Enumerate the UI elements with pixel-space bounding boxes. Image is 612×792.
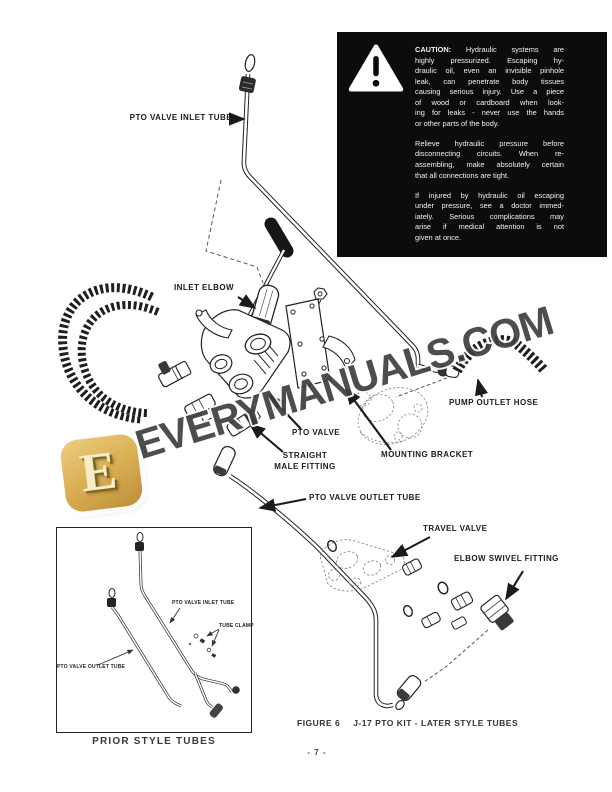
- label-pointers: [228, 112, 524, 601]
- warning-triangle-icon: [348, 44, 404, 92]
- elbow-swivel-fitting-art: [423, 594, 514, 683]
- inset-drawing: [97, 532, 240, 718]
- watermark-logo-letter: E: [76, 439, 120, 504]
- caution-line: ing for leaks - never use the hands: [415, 108, 564, 118]
- mounting-bracket-art: [285, 298, 356, 389]
- caution-line: disconnecting circuits. When re-: [415, 149, 564, 159]
- page-number: - 7 -: [307, 748, 327, 757]
- figure-title: J-17 PTO KIT - LATER STYLE TUBES: [353, 718, 519, 728]
- label-pto-valve-outlet-tube: PTO VALVE OUTLET TUBE: [309, 493, 421, 502]
- inset-caption: PRIOR STYLE TUBES: [92, 736, 216, 747]
- caution-line: draulic oil, even an invisible pinhole: [415, 66, 564, 76]
- caution-line: or other parts of the body.: [415, 118, 500, 128]
- caution-line: of wood or cardboard when look-: [415, 97, 564, 107]
- caution-line: highly pressurized. Escaping hy-: [415, 55, 564, 65]
- caution-line: assembling, make absolutely certain: [415, 159, 564, 169]
- caution-line: under pressure, see a doctor immed-: [415, 201, 564, 211]
- caution-line: that all connections are tight.: [415, 170, 510, 180]
- caution-line: iately. Serious complications may: [415, 211, 564, 221]
- coiled-hose: [58, 283, 160, 456]
- inset-label-inlet-tube: PTO VALVE INLET TUBE: [172, 600, 235, 606]
- label-straight-male-fitting: STRAIGHT MALE FITTING: [274, 451, 336, 471]
- label-mounting-bracket: MOUNTING BRACKET: [381, 450, 474, 459]
- label-pto-valve-inlet-tube: PTO VALVE INLET TUBE: [129, 113, 232, 122]
- inset-label-tube-clamp: TUBE CLAMP: [219, 623, 254, 629]
- caution-line: causing serious injury. Use a piece: [415, 87, 564, 97]
- label-pump-outlet-hose: PUMP OUTLET HOSE: [449, 398, 539, 407]
- caution-line: CAUTION: Hydraulic systems are: [415, 45, 564, 54]
- caution-line: arise if medical attention is not: [415, 222, 564, 232]
- pto-valve-inlet-tube-art: [238, 54, 421, 368]
- figure-caption: FIGURE 6 J-17 PTO KIT - LATER STYLE TUBES: [297, 718, 518, 728]
- watermark-logo: E: [58, 432, 145, 514]
- figure-label: FIGURE 6: [297, 718, 341, 728]
- alignment-dashes: [205, 179, 264, 284]
- fittings-cluster: [158, 360, 262, 437]
- inset-label-outlet-tube: PTO VALVE OUTLET TUBE: [57, 664, 126, 670]
- inset-box: [56, 527, 252, 733]
- label-inlet-elbow: INLET ELBOW: [174, 283, 235, 292]
- label-travel-valve: TRAVEL VALVE: [423, 524, 488, 533]
- caution-line: Relieve hydraulic pressure before: [415, 138, 564, 148]
- caution-line: leak, can penetrate body tissues: [415, 76, 564, 86]
- pump-outlet-hose-art: [395, 335, 548, 398]
- travel-valve-art: [319, 539, 474, 630]
- caution-line: given at once.: [415, 232, 462, 242]
- pto-valve-body: [195, 309, 291, 399]
- caution-line: If injured by hydraulic oil escaping: [415, 190, 564, 200]
- straight-male-fitting-art: [226, 409, 262, 437]
- label-elbow-swivel-fitting: ELBOW SWIVEL FITTING: [454, 554, 559, 563]
- pump-art: [354, 387, 429, 445]
- label-pto-valve: PTO VALVE: [292, 428, 341, 437]
